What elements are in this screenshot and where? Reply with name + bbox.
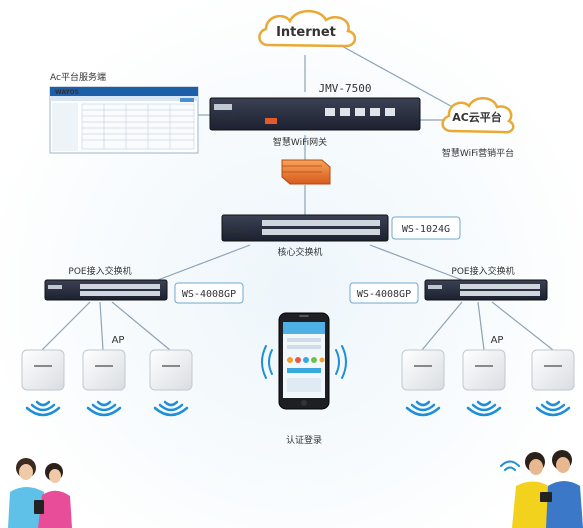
line-poe-right-ap2 bbox=[477, 301, 485, 351]
smartphone-icon: 认证登录 bbox=[261, 312, 347, 446]
poe-left-caption: POE接入交换机 bbox=[68, 265, 131, 277]
ac-server-caption: Ac平台服务端 bbox=[50, 71, 106, 83]
gateway-brand: WAYOS bbox=[216, 115, 237, 122]
ap-left-3 bbox=[149, 349, 193, 391]
line-core-poe-left bbox=[149, 244, 251, 284]
ac-server-table bbox=[81, 103, 195, 150]
phone-app-dots bbox=[287, 357, 325, 363]
people-left-illustration bbox=[8, 458, 72, 528]
poe-left-model: WS-4008GP bbox=[182, 289, 236, 300]
wifi-icon bbox=[153, 400, 189, 417]
line-core-poe-right bbox=[369, 244, 471, 284]
ap-right-1 bbox=[401, 349, 445, 391]
gateway-model: JMV-7500 bbox=[319, 82, 372, 95]
core-switch-model: WS-1024G bbox=[402, 224, 450, 235]
wifi-icon bbox=[535, 400, 571, 417]
core-switch-brand: WAYOS bbox=[227, 229, 245, 235]
line-internet-accloud bbox=[339, 44, 459, 111]
ac-cloud-caption: 智慧WiFi营销平台 bbox=[442, 147, 514, 159]
phone-signal-waves bbox=[261, 345, 347, 379]
ac-server-screen: Ac平台服务端 WAYOS bbox=[49, 71, 199, 154]
ac-cloud: AC云平台 智慧WiFi营销平台 bbox=[441, 97, 515, 159]
ap-right-3 bbox=[531, 349, 575, 391]
access-points bbox=[21, 349, 575, 391]
poe-switch-right: POE接入交换机 WS-4008GP bbox=[349, 265, 548, 304]
line-poe-right-ap3 bbox=[491, 301, 554, 351]
gateway-led bbox=[265, 118, 277, 124]
gateway-ports bbox=[325, 108, 395, 116]
line-poe-left-ap3 bbox=[111, 301, 171, 351]
ap-right-label: AP bbox=[491, 335, 504, 346]
ap-left-label: AP bbox=[112, 335, 125, 346]
internet-cloud: Internet bbox=[258, 9, 357, 48]
connection-lines bbox=[41, 44, 554, 351]
wifi-icon bbox=[25, 400, 61, 417]
core-switch: WAYOS WS-1024G 核心交换机 bbox=[221, 214, 461, 258]
phone-caption: 认证登录 bbox=[286, 434, 322, 446]
line-poe-right-ap1 bbox=[421, 301, 463, 351]
line-poe-left-ap1 bbox=[41, 301, 91, 351]
ap-right-2 bbox=[462, 349, 506, 391]
wifi-icon bbox=[466, 400, 502, 417]
wifi-signals bbox=[25, 400, 571, 417]
poe-right-model: WS-4008GP bbox=[357, 289, 411, 300]
gateway-caption: 智慧WiFi网关 bbox=[273, 136, 327, 148]
ap-left-2 bbox=[82, 349, 126, 391]
core-switch-caption: 核心交换机 bbox=[277, 246, 322, 258]
ap-left-1 bbox=[21, 349, 65, 391]
firewall-icon bbox=[281, 159, 331, 185]
wifi-icon bbox=[500, 460, 520, 471]
line-poe-left-ap2 bbox=[99, 301, 104, 351]
wifi-icon bbox=[86, 400, 122, 417]
gateway-device: WAYOS JMV-7500 智慧WiFi网关 bbox=[209, 82, 421, 148]
internet-label: Internet bbox=[276, 25, 336, 40]
core-switch-ports bbox=[262, 220, 380, 235]
ac-server-brand: WAYOS bbox=[55, 89, 79, 96]
poe-right-caption: POE接入交换机 bbox=[451, 265, 514, 277]
poe-switch-left: POE接入交换机 WS-4008GP bbox=[44, 265, 244, 304]
wifi-icon bbox=[405, 400, 441, 417]
ac-cloud-label: AC云平台 bbox=[452, 110, 502, 124]
people-right-illustration bbox=[500, 450, 583, 528]
